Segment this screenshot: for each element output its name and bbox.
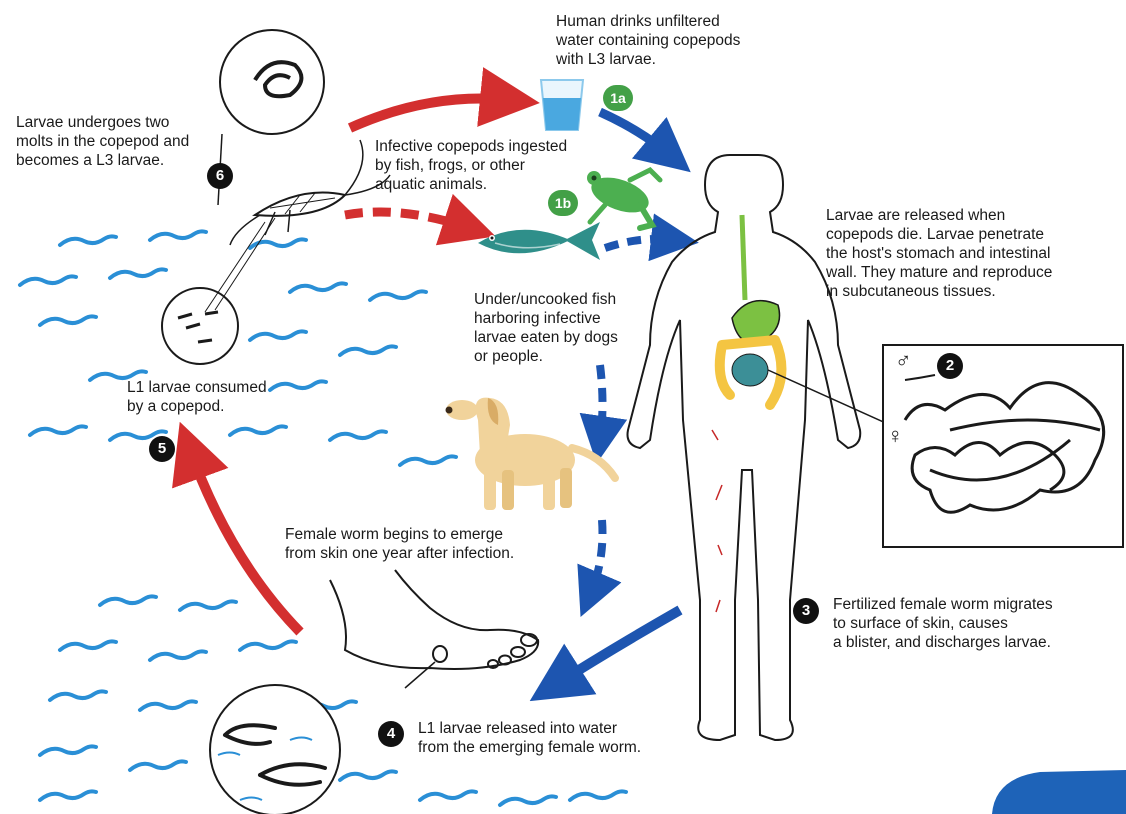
label-step-2: Larvae are released when copepods die. L… — [826, 206, 1052, 301]
copepod-icon — [230, 140, 390, 245]
label-step-3-line-1: Fertilized female worm migrates — [833, 595, 1053, 614]
label-undercooked-line-3: larvae eaten by dogs — [474, 328, 618, 347]
label-step-2-line-2: copepods die. Larvae penetrate — [826, 225, 1052, 244]
male-symbol: ♂ — [895, 349, 912, 373]
label-step-6: Larvae undergoes two molts in the copepo… — [16, 113, 189, 170]
label-step-6-line-3: becomes a L3 larvae. — [16, 151, 189, 170]
blue-arrow-to-foot — [555, 610, 680, 685]
label-step-3-line-3: a blister, and discharges larvae. — [833, 633, 1053, 652]
label-step-2-line-5: in subcutaneous tissues. — [826, 282, 1052, 301]
label-emerge-line-2: from skin one year after infection. — [285, 544, 514, 563]
label-step-1b-line-1: Infective copepods ingested — [375, 137, 567, 156]
badge-5: 5 — [149, 436, 175, 462]
badge-3: 3 — [793, 598, 819, 624]
red-dashed-arrow-to-fish — [345, 212, 470, 228]
digestive-tract — [720, 215, 782, 405]
fish-icon — [478, 222, 600, 260]
blue-dashed-arrow-to-dog — [600, 365, 603, 440]
badge-6: 6 — [207, 163, 233, 189]
label-undercooked-fish: Under/uncooked fish harboring infective … — [474, 290, 618, 366]
label-step-5: L1 larvae consumed by a copepod. — [127, 378, 267, 416]
label-step-4: L1 larvae released into water from the e… — [418, 719, 641, 757]
label-step-3: Fertilized female worm migrates to surfa… — [833, 595, 1053, 652]
badge-4: 4 — [378, 721, 404, 747]
l1-larvae-magnifier — [210, 685, 340, 814]
red-arrow-to-copepod — [190, 450, 300, 632]
label-step-6-line-1: Larvae undergoes two — [16, 113, 189, 132]
frog-icon — [587, 170, 660, 228]
label-undercooked-line-4: or people. — [474, 347, 618, 366]
label-step-2-line-1: Larvae are released when — [826, 206, 1052, 225]
badge-1a: 1a — [603, 85, 633, 111]
pointer-line-to-inset — [768, 370, 890, 425]
blue-arrow-to-human-1a — [600, 112, 670, 155]
pointer-line-to-blister — [405, 662, 435, 688]
label-step-2-line-4: wall. They mature and reproduce — [826, 263, 1052, 282]
label-undercooked-line-1: Under/uncooked fish — [474, 290, 618, 309]
label-step-1b-line-2: by fish, frogs, or other — [375, 156, 567, 175]
water-glass-icon — [541, 80, 583, 130]
label-step-5-line-1: L1 larvae consumed — [127, 378, 267, 397]
badge-1b: 1b — [548, 190, 578, 216]
copepod-magnifier — [220, 30, 324, 134]
label-step-1b-line-3: aquatic animals. — [375, 175, 567, 194]
label-step-4-line-2: from the emerging female worm. — [418, 738, 641, 757]
corner-seal-logo — [992, 770, 1126, 814]
label-step-5-line-2: by a copepod. — [127, 397, 267, 416]
adult-worm-inset — [883, 345, 1123, 547]
label-step-1a-line-1: Human drinks unfiltered — [556, 12, 740, 31]
small-copepods-magnifier — [162, 288, 238, 364]
label-step-1b: Infective copepods ingested by fish, fro… — [375, 137, 567, 194]
blue-dashed-arrow-to-human-1b — [605, 239, 675, 248]
female-symbol: ♀ — [887, 424, 904, 448]
label-step-6-line-2: molts in the copepod and — [16, 132, 189, 151]
label-step-3-line-2: to surface of skin, causes — [833, 614, 1053, 633]
foot-icon — [330, 570, 538, 669]
label-undercooked-line-2: harboring infective — [474, 309, 618, 328]
label-step-4-line-1: L1 larvae released into water — [418, 719, 641, 738]
dog-icon — [446, 398, 616, 510]
label-step-1a: Human drinks unfiltered water containing… — [556, 12, 740, 69]
badge-2: 2 — [937, 353, 963, 379]
label-worm-emerges: Female worm begins to emerge from skin o… — [285, 525, 514, 563]
label-emerge-line-1: Female worm begins to emerge — [285, 525, 514, 544]
label-step-2-line-3: the host's stomach and intestinal — [826, 244, 1052, 263]
label-step-1a-line-3: with L3 larvae. — [556, 50, 740, 69]
worm-tracks — [712, 430, 722, 612]
label-step-1a-line-2: water containing copepods — [556, 31, 740, 50]
blue-dashed-arrow-to-foot — [590, 520, 603, 595]
red-arrow-to-water — [350, 99, 510, 128]
